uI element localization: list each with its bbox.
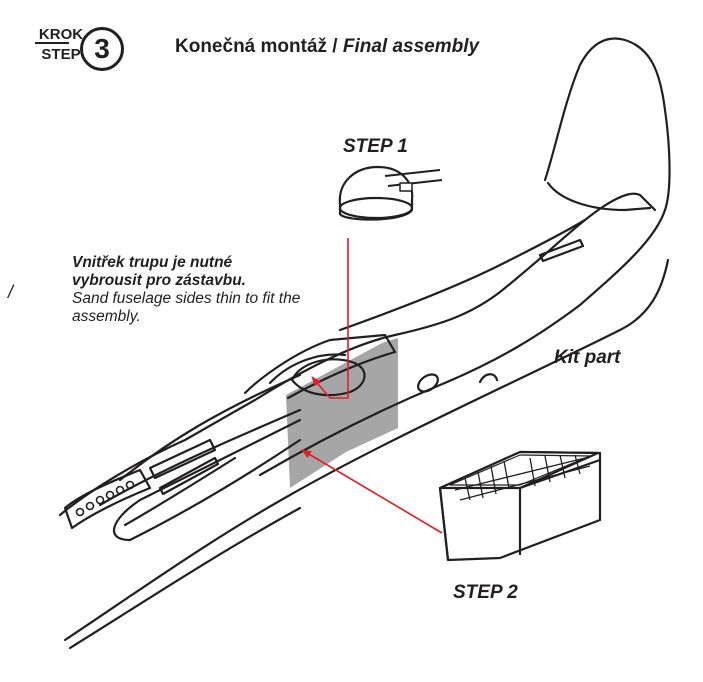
step-label-divider (35, 42, 69, 44)
step-number-badge: 3 (80, 27, 124, 71)
step1-label: STEP 1 (343, 136, 408, 157)
step1-arrow (311, 238, 349, 399)
title-english: Final assembly (342, 36, 480, 57)
sanding-note: Vnitřek trupu je nutné vybrousit pro zás… (72, 254, 302, 326)
krok-label: KROK (38, 26, 84, 43)
nose-holes (75, 480, 135, 517)
sanding-area (286, 338, 398, 488)
kit-part-label: Kit part (554, 347, 621, 368)
page-title: Konečná montáž / Final assembly (175, 36, 479, 58)
stray-mark: / (8, 282, 14, 302)
title-czech: Konečná montáž / (175, 36, 343, 57)
step-word: STEP (41, 46, 81, 63)
note-czech: Vnitřek trupu je nutné vybrousit pro zás… (72, 254, 246, 289)
cockpit-dome-part (338, 165, 443, 221)
note-english: Sand fuselage sides thin to fit the asse… (72, 290, 301, 325)
step2-label: STEP 2 (453, 582, 518, 603)
fuselage-kit-part (58, 37, 671, 650)
seat-tray-part (438, 450, 602, 562)
step2-arrow (301, 449, 443, 534)
